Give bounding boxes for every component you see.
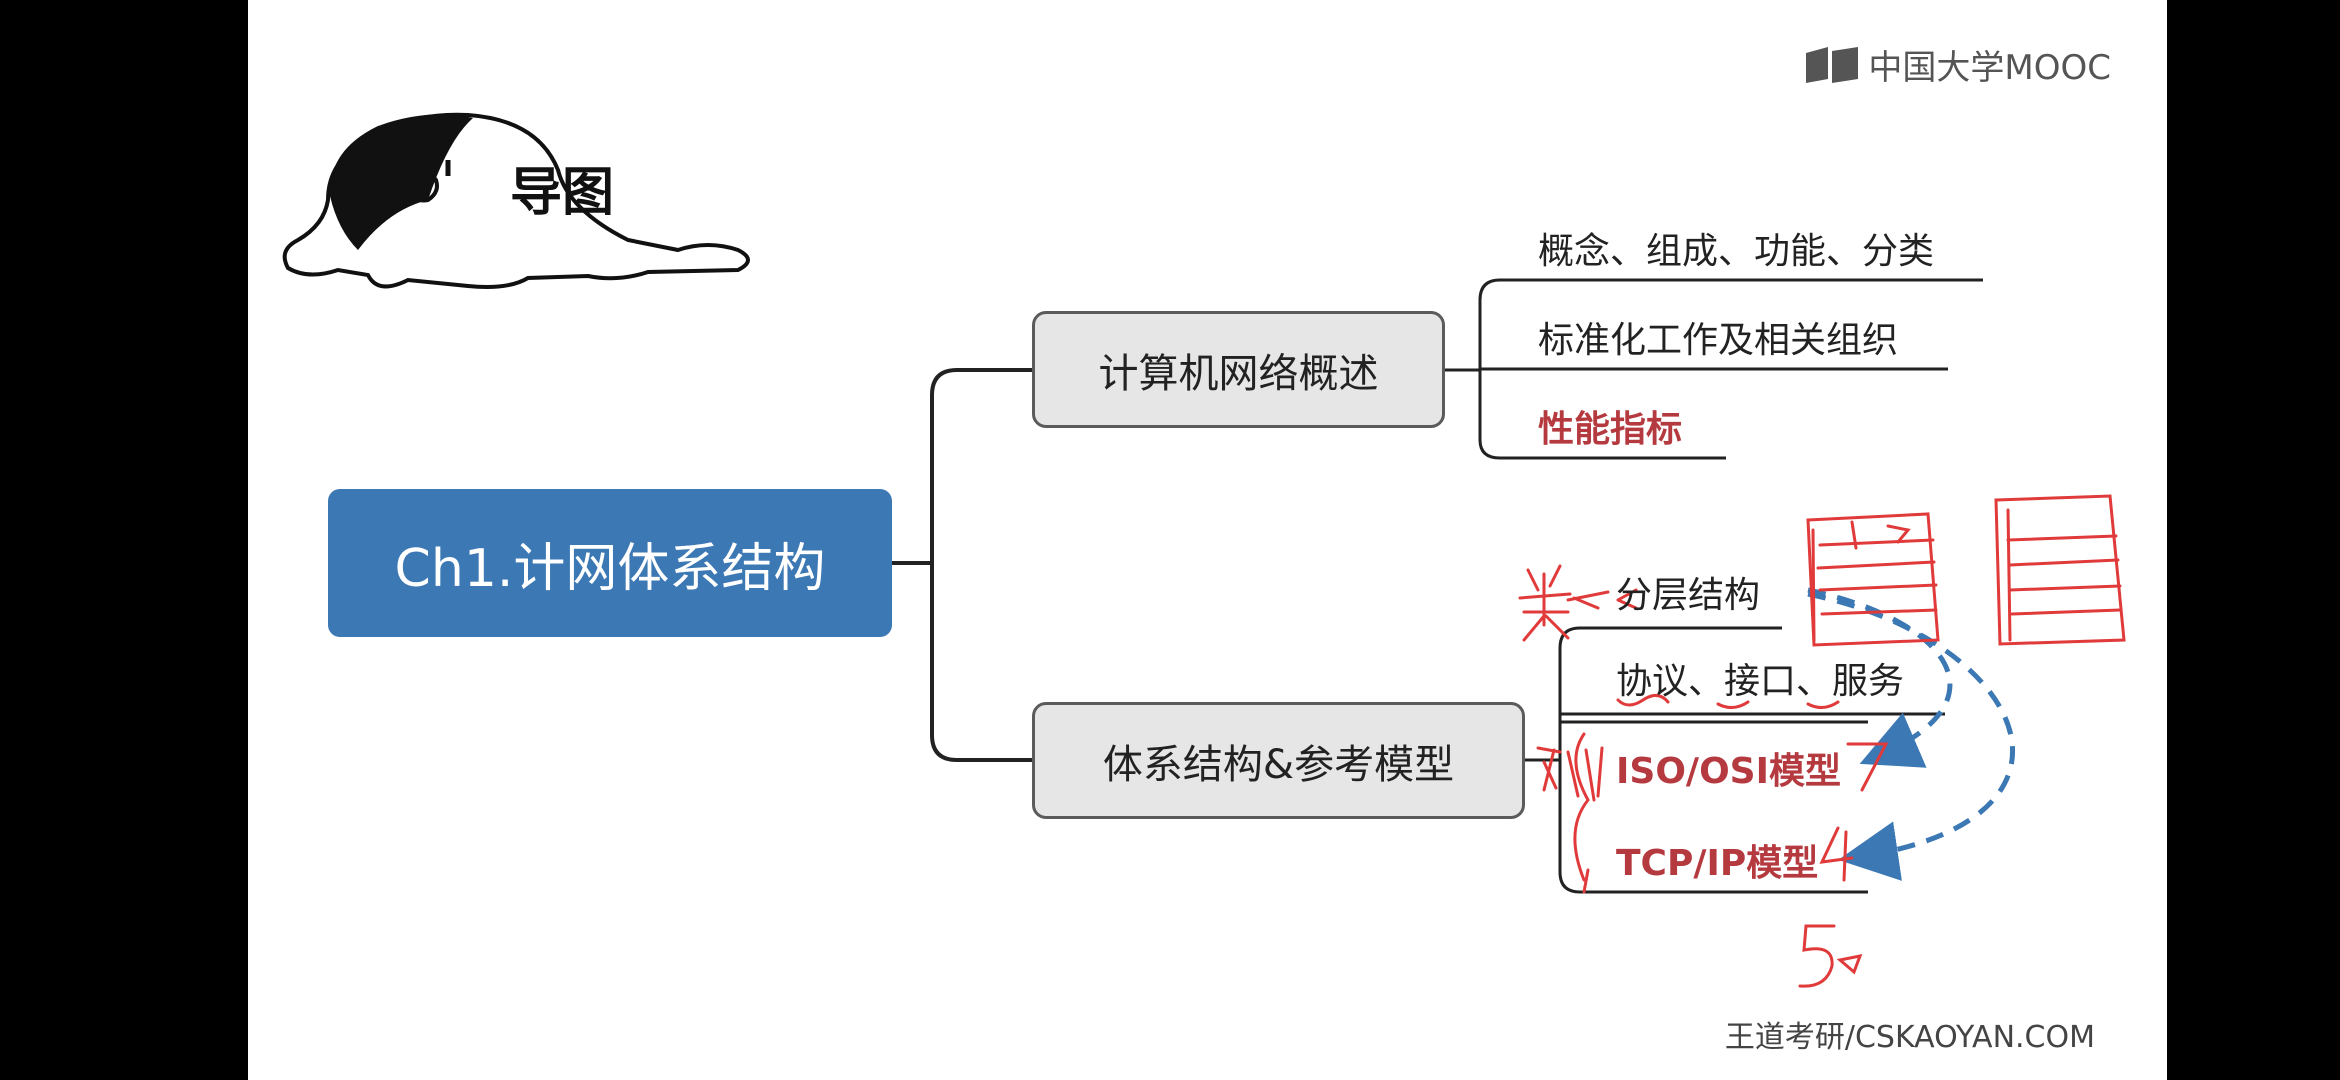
mascot-illustration — [282, 112, 750, 289]
mascot-label: 导图 — [510, 163, 615, 223]
leaf-protocol-interface-service: 协议、接口、服务 — [1616, 661, 1905, 702]
mindmap-connectors — [892, 278, 2126, 988]
brand-text: 中国大学MOOC — [1868, 48, 2111, 88]
root-node: Ch1.计网体系结构 — [328, 489, 892, 637]
leaf-tcp-ip-model: TCP/IP模型 — [1616, 843, 1819, 884]
leaf-standards: 标准化工作及相关组织 — [1538, 320, 1899, 361]
footer-watermark: 王道考研/CSKAOYAN.COM — [1724, 1020, 2095, 1055]
root-connector — [892, 368, 1032, 762]
leaf-performance: 性能指标 — [1538, 409, 1683, 450]
handwritten-notes — [1518, 494, 2126, 988]
book-logo-icon — [1806, 46, 1859, 83]
dashed-arrows — [1807, 587, 2015, 881]
leaf-layered-structure: 分层结构 — [1616, 575, 1761, 616]
mooc-logo: 中国大学MOOC — [1804, 40, 2111, 89]
branch-node-overview: 计算机网络概述 — [1032, 311, 1445, 428]
leaf-concept: 概念、组成、功能、分类 — [1538, 231, 1935, 272]
branch-node-architecture: 体系结构&参考模型 — [1032, 702, 1525, 819]
slide-canvas: 导图 中国大学MOOC Ch1.计网体系结构 计算机网络概述 体系结构&参考模型… — [248, 0, 2167, 1080]
overview-connector — [1445, 278, 1983, 460]
leaf-iso-osi-model: ISO/OSI模型 — [1616, 751, 1842, 792]
